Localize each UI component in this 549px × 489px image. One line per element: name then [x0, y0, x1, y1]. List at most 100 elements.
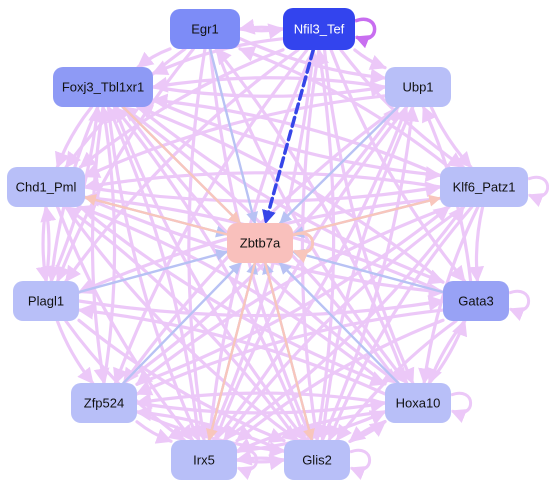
- edge-hoxa10-to-gata3: [427, 319, 468, 385]
- node-chd1-label: Chd1_Pml: [16, 179, 77, 194]
- edge-irx5-to-ubp1: [213, 105, 409, 442]
- node-hoxa10-label: Hoxa10: [396, 395, 441, 410]
- edge-chd1-to-hoxa10: [78, 205, 387, 387]
- node-zbtb7a[interactable]: Zbtb7a: [227, 223, 293, 263]
- edge-zfp524-to-klf6: [135, 205, 451, 386]
- node-ubp1-box: [385, 67, 451, 107]
- node-plagl1[interactable]: Plagl1: [13, 281, 79, 321]
- node-glis2[interactable]: Glis2: [284, 440, 350, 480]
- edge-glis2-to-irx5: [235, 449, 286, 466]
- self-loop-zbtb7a: [292, 231, 315, 263]
- node-irx5-label: Irx5: [193, 452, 215, 467]
- node-gata3[interactable]: Gata3: [443, 281, 509, 321]
- edge-nfil3-to-egr1: [238, 18, 285, 35]
- self-loop-glis2: [349, 448, 372, 480]
- edge-nfil3-to-zfp524: [113, 48, 309, 385]
- edge-chd1-to-plagl1: [35, 205, 52, 283]
- edge-glis2-to-ubp1: [320, 105, 420, 442]
- self-loop-hoxa10: [450, 391, 473, 423]
- node-plagl1-label: Plagl1: [28, 293, 64, 308]
- node-zbtb7a-box: [227, 223, 293, 263]
- self-loop-nfil3: [354, 17, 377, 49]
- edge-chd1-to-irx5: [55, 205, 195, 442]
- node-glis2-box: [284, 440, 350, 480]
- edge-zbtb7a-to-chd1: [83, 194, 229, 236]
- edge-hoxa10-to-irx5: [235, 410, 387, 453]
- node-irx5[interactable]: Irx5: [171, 440, 237, 480]
- self-loop-klf6: [527, 175, 549, 207]
- node-foxj3-box: [53, 67, 153, 107]
- node-hoxa10[interactable]: Hoxa10: [385, 383, 451, 423]
- edge-zbtb7a-to-klf6: [291, 194, 442, 236]
- edge-hoxa10-to-zbtb7a: [278, 261, 400, 385]
- edge-egr1-to-zbtb7a: [208, 47, 258, 225]
- edge-chd1-to-klf6: [83, 181, 442, 203]
- edge-glis2-to-foxj3: [112, 105, 308, 442]
- self-loop-gata3: [508, 289, 531, 321]
- node-egr1[interactable]: Egr1: [170, 9, 240, 49]
- edge-layer-strong: [262, 48, 315, 225]
- edge-klf6-to-gata3: [468, 205, 485, 283]
- edge-plagl1-to-zfp524: [55, 319, 95, 385]
- node-zfp524-box: [71, 383, 137, 423]
- edge-klf6-to-zfp524: [135, 205, 451, 386]
- node-klf6[interactable]: Klf6_Patz1: [440, 167, 528, 207]
- edge-nfil3-to-ubp1: [353, 48, 387, 70]
- node-ubp1[interactable]: Ubp1: [385, 67, 451, 107]
- edge-glis2-to-hoxa10: [348, 420, 387, 443]
- edge-foxj3-to-chd1: [54, 105, 94, 169]
- node-klf6-label: Klf6_Patz1: [453, 179, 516, 194]
- edge-foxj3-to-ubp1: [151, 81, 387, 98]
- edge-plagl1-to-gata3: [77, 295, 445, 318]
- node-plagl1-box: [13, 281, 79, 321]
- edge-irx5-to-klf6: [222, 205, 466, 442]
- node-gata3-box: [443, 281, 509, 321]
- node-zbtb7a-label: Zbtb7a: [240, 235, 281, 250]
- edge-zfp524-to-irx5: [135, 420, 173, 444]
- edge-glis2-to-nfil3: [313, 48, 336, 442]
- node-zfp524[interactable]: Zfp524: [71, 383, 137, 423]
- node-gata3-label: Gata3: [458, 293, 493, 308]
- edge-zbtb7a-to-glis2: [264, 261, 315, 442]
- edge-plagl1-to-glis2: [77, 318, 286, 443]
- edge-ubp1-to-zbtb7a: [279, 105, 399, 225]
- node-foxj3-label: Foxj3_Tbl1xr1: [62, 79, 144, 94]
- edge-foxj3-to-gata3: [136, 105, 445, 285]
- node-ubp1-label: Ubp1: [402, 79, 433, 94]
- edge-klf6-to-chd1: [83, 171, 442, 193]
- edge-klf6-to-egr1: [238, 46, 451, 169]
- node-zfp524-label: Zfp524: [84, 395, 124, 410]
- edge-egr1-to-foxj3: [136, 47, 172, 69]
- node-chd1[interactable]: Chd1_Pml: [7, 167, 85, 207]
- edge-irx5-to-foxj3: [106, 105, 201, 442]
- node-nfil3-box: [283, 8, 355, 50]
- edge-plagl1-to-chd1: [40, 205, 57, 283]
- edge-zbtb7a-to-irx5: [206, 261, 257, 442]
- self-loop-layer: [236, 17, 549, 480]
- node-hoxa10-box: [385, 383, 451, 423]
- node-foxj3[interactable]: Foxj3_Tbl1xr1: [53, 67, 153, 107]
- self-loop-irx5: [236, 448, 259, 480]
- node-egr1-label: Egr1: [191, 21, 218, 36]
- edge-ubp1-to-chd1: [83, 94, 387, 179]
- node-chd1-box: [7, 167, 85, 207]
- edge-foxj3-to-klf6: [151, 98, 442, 183]
- edge-layer-salmon: [83, 105, 442, 442]
- edge-foxj3-to-zbtb7a: [121, 105, 242, 225]
- node-irx5-box: [171, 440, 237, 480]
- edge-egr1-to-irx5: [187, 47, 210, 442]
- node-egr1-box: [170, 9, 240, 49]
- edge-plagl1-to-zbtb7a: [77, 248, 229, 294]
- edge-ubp1-to-foxj3: [151, 76, 387, 93]
- node-glis2-label: Glis2: [302, 452, 332, 467]
- edge-zfp524-to-zbtb7a: [122, 261, 242, 385]
- edge-hoxa10-to-chd1: [78, 204, 387, 386]
- node-nfil3[interactable]: Nfil3_Tef: [283, 8, 355, 50]
- edge-hoxa10-to-egr1: [214, 47, 409, 385]
- node-klf6-box: [440, 167, 528, 207]
- edge-nfil3-to-zbtb7a: [262, 48, 315, 225]
- edge-gata3-to-foxj3: [136, 104, 445, 284]
- node-nfil3-label: Nfil3_Tef: [294, 21, 345, 36]
